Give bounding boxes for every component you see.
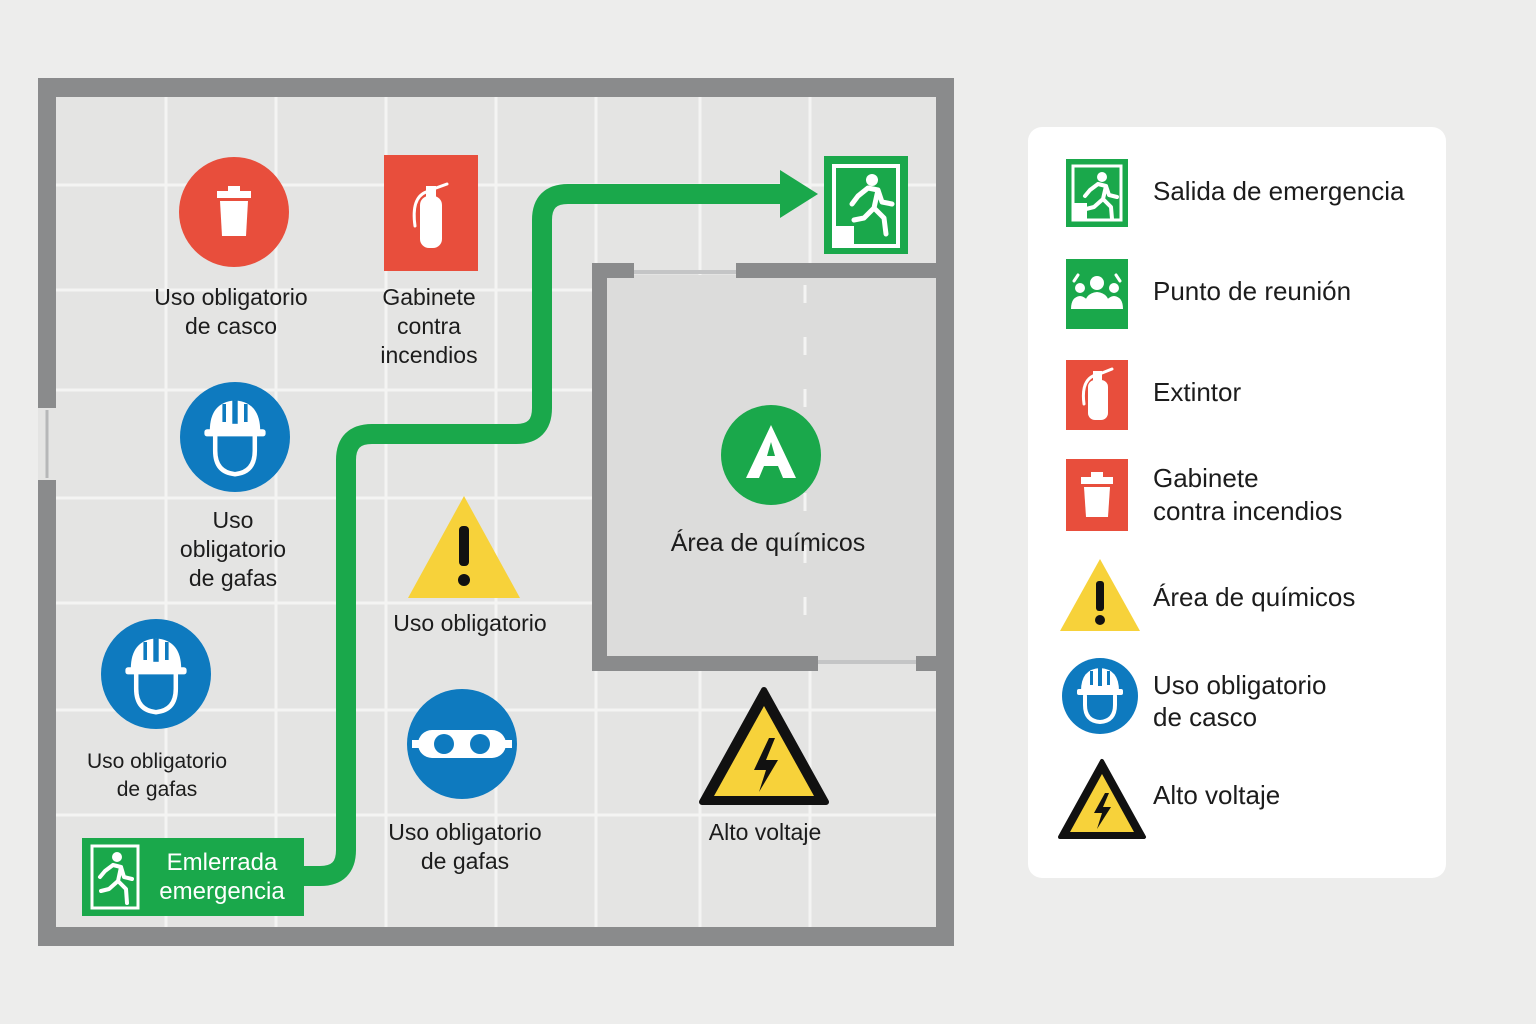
trash-can-icon (1066, 459, 1128, 531)
warning-exclamation-icon (1060, 559, 1140, 631)
legend-label: Área de químicos (1153, 582, 1356, 612)
legend-label: Punto de reunión (1153, 276, 1352, 306)
blue-hard-hat-icon-2 (101, 619, 211, 729)
fire-extinguisher-icon (1066, 360, 1128, 430)
legend-label: Alto voltaje (1153, 780, 1281, 810)
legend-item-chemical-area: Área de químicos (1028, 555, 1446, 635)
blue-goggles-icon (407, 689, 517, 799)
legend-label: Salida de emergencia (1153, 176, 1405, 206)
fire-extinguisher-panel-icon (384, 155, 478, 271)
sign-label-8: Alto voltaje (708, 819, 822, 845)
sign-label-7: Área de químicos (670, 529, 866, 557)
emergency-exit-runner-icon (90, 844, 140, 910)
legend-label: Extintor (1153, 377, 1242, 407)
emergency-exit-icon (1066, 159, 1128, 227)
red-circle-trash-icon (179, 157, 289, 267)
hard-hat-icon (1062, 658, 1138, 734)
emergency-exit-sign-icon (824, 156, 908, 254)
route-arrow-icon (780, 170, 818, 218)
evacuation-route (300, 184, 784, 886)
legend-item-high-voltage: Alto voltaje (1028, 757, 1446, 841)
legend-panel: Salida de emergencia Punto de reunión Ex… (1028, 127, 1446, 878)
green-chemical-area-icon (721, 405, 821, 505)
legend-item-emergency-exit: Salida de emergencia (1028, 157, 1446, 229)
legend-item-extinguisher: Extintor (1028, 358, 1446, 430)
warning-triangle-icon (408, 496, 520, 598)
sign-label-5: Uso obligatorio (393, 610, 547, 636)
blue-hard-hat-icon-1 (180, 382, 290, 492)
assembly-point-icon (1066, 259, 1128, 329)
high-voltage-triangle-icon (699, 687, 829, 805)
legend-item-assembly-point: Punto de reunión (1028, 257, 1446, 329)
high-voltage-icon (1058, 759, 1146, 839)
